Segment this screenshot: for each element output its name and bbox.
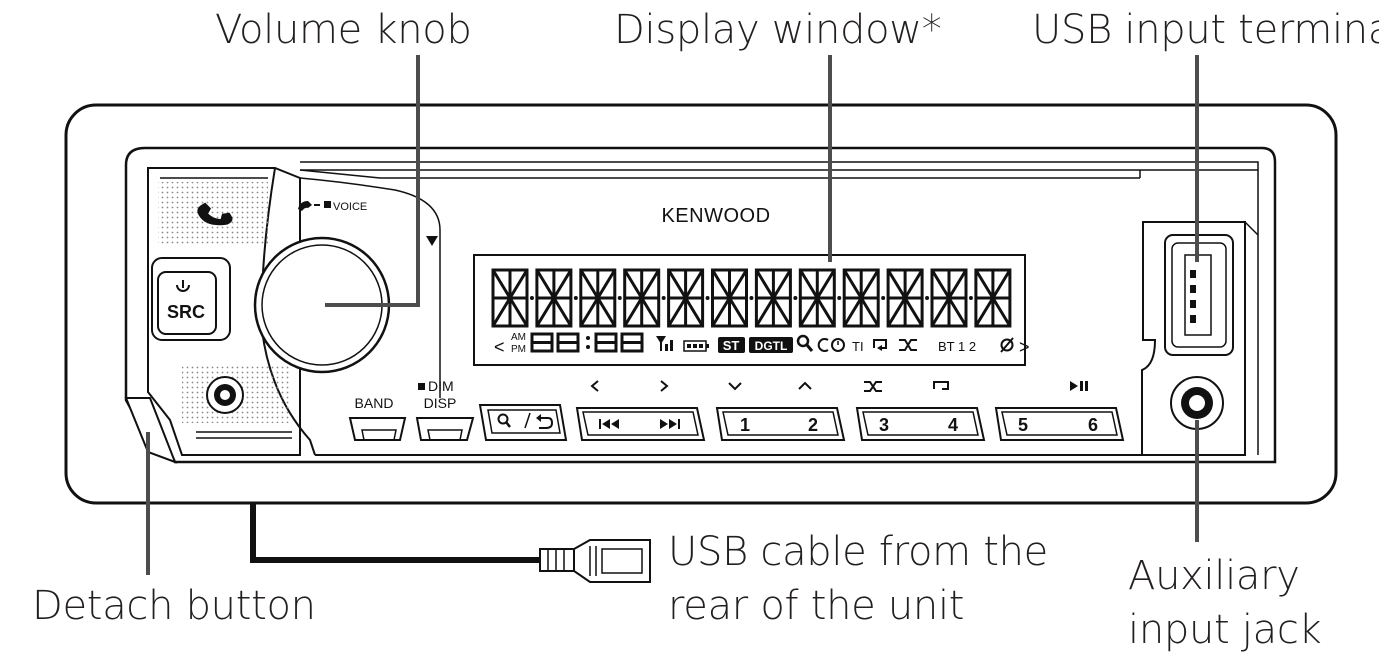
auxiliary-input-jack[interactable] [1170,376,1224,430]
aux-jack-callout-line2: input jack [1128,607,1322,653]
detach-button-callout: Detach button [32,583,316,629]
play-pause-icon [1070,381,1088,391]
preset-5-6-button[interactable]: 5 6 [994,407,1125,441]
usb-cable [250,503,651,583]
segment-cell [754,268,798,328]
voice-label-group: VOICE [298,201,367,213]
volume-knob[interactable] [253,236,391,374]
chevron-up-icon [798,381,812,390]
search-icon [497,413,511,428]
preset-1-label: 1 [740,415,750,435]
band-label: BAND [355,395,394,411]
next-track-icon [660,419,680,429]
preset-2-label: 2 [808,415,818,435]
clock-digits [530,332,644,353]
dgtl-indicator: DGTL [755,339,788,353]
clock-digit [530,332,554,353]
disp-button[interactable] [415,417,475,441]
segment-cell [623,268,666,328]
clock-timer-icon [817,338,845,352]
clock-colon [586,336,590,349]
power-icon [176,280,190,292]
segment-characters [491,268,1012,328]
segment-cell [711,268,754,328]
segment-cell [886,268,930,328]
usb-terminal-callout: USB input terminal [1032,7,1379,53]
band-button[interactable] [348,417,407,441]
clock-digit [620,332,644,353]
bt-indicator: BT 1 2 [938,339,976,354]
segment-cell [974,268,1012,328]
prev-track-icon [599,419,619,429]
segment-cell [667,268,710,328]
usb-cable-callout-line2: rear of the unit [668,583,965,629]
eject-indicator [426,236,438,246]
segment-cell [579,268,622,328]
detach-button[interactable] [124,397,177,464]
signal-icon [656,336,673,351]
src-button[interactable]: SRC [151,257,231,341]
shuffle-icon [899,339,917,351]
outer-chassis [64,103,1338,505]
preset-3-label: 3 [879,415,889,435]
usb-cable-callout-line1: USB cable from the [668,529,1048,575]
chevron-down-icon [728,382,742,391]
chevron-right-icon [660,380,669,392]
voice-label: VOICE [333,201,367,213]
segment-cell [491,268,534,328]
svg-text:>: > [1019,337,1030,357]
clock-digit [594,332,618,353]
svg-text:<: < [494,337,505,357]
dim-label: DIM [428,378,454,394]
preset-3-4-button[interactable]: 3 4 [855,407,986,441]
preset-6-label: 6 [1088,415,1098,435]
search-back-button[interactable] [478,404,568,441]
ti-indicator: TI [852,339,864,354]
right-panel [1141,221,1246,456]
chevron-left-icon [590,380,599,392]
display-window: < AM PM ST DGTL TI [473,254,1030,366]
left-panel [147,167,301,456]
segment-cell [535,268,578,328]
left-jack [206,376,244,414]
back-icon [536,414,554,429]
preset-4-label: 4 [948,415,958,435]
aux-jack-callout-line1: Auxiliary [1128,553,1300,599]
src-label: SRC [167,302,205,322]
phone-icon[interactable] [195,195,234,235]
preset-1-2-button[interactable]: 1 2 [715,407,846,441]
repeat-icon [873,339,887,351]
phase-icon [1000,337,1014,353]
clock-digit [556,332,580,353]
segment-cell [798,268,842,328]
st-indicator: ST [723,338,740,353]
function-glyphs [590,380,949,392]
battery-icon [683,340,709,352]
disp-label: DISP [424,395,457,411]
display-window-callout: Display window* [614,7,942,53]
brand-logo: KENWOOD [661,205,770,227]
volume-knob-callout: Volume knob [215,7,472,53]
segment-cell [842,268,886,328]
phone-icon [298,201,312,211]
search-icon [796,334,814,352]
track-skip-button[interactable] [575,407,706,441]
preset-5-label: 5 [1018,415,1028,435]
am-label: AM [511,332,526,343]
pm-label: PM [511,344,526,355]
repeat-icon [933,381,949,390]
leader-lines [146,55,1199,575]
shuffle-icon [864,381,882,392]
segment-cell [930,268,973,328]
mic-grille-top [158,182,268,244]
